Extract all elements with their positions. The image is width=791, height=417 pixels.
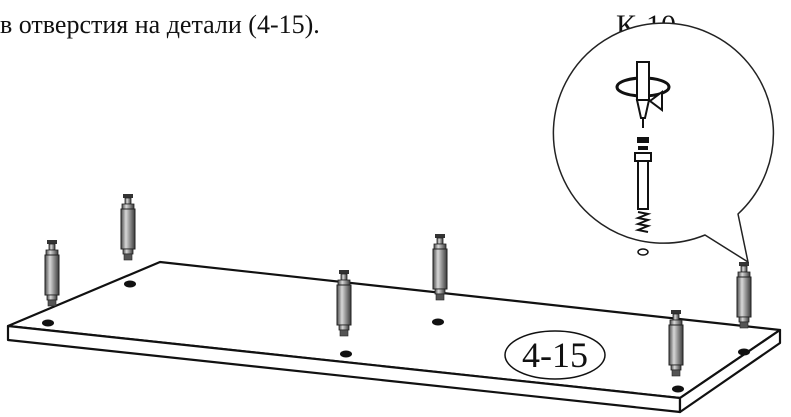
screwdriver-icon [615, 61, 671, 128]
fitting-detail-icon [634, 137, 652, 256]
part-label-text: 4-15 [522, 335, 588, 375]
board-panel [6, 260, 782, 414]
board-holes [42, 280, 750, 393]
part-label-badge: 4-15 [504, 330, 606, 380]
instruction-text: в отверстия на детали (4-15). [0, 10, 320, 39]
detail-callout [552, 22, 775, 263]
